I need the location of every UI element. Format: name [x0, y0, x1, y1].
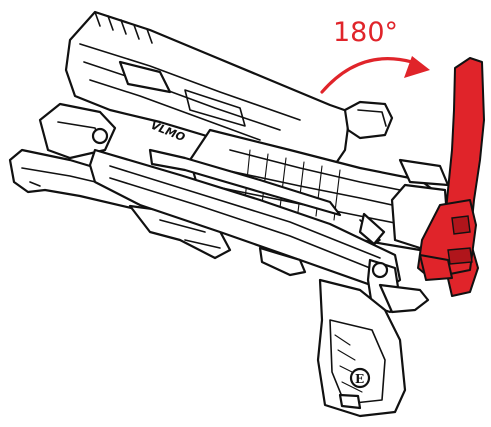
- upper-receiver: VLMO: [64, 10, 352, 174]
- rotation-angle-label: 180°: [333, 17, 398, 48]
- rotation-annotation: 180°: [320, 17, 430, 94]
- pistol-grip: E: [258, 246, 407, 418]
- grip-logo-letter: E: [355, 372, 364, 386]
- rear-sight-block: [343, 100, 394, 140]
- rotation-arc-arrow: [320, 57, 414, 94]
- rotation-arrow-head: [404, 56, 430, 78]
- charging-rod: [88, 148, 430, 314]
- rotating-lever-red: [417, 57, 485, 297]
